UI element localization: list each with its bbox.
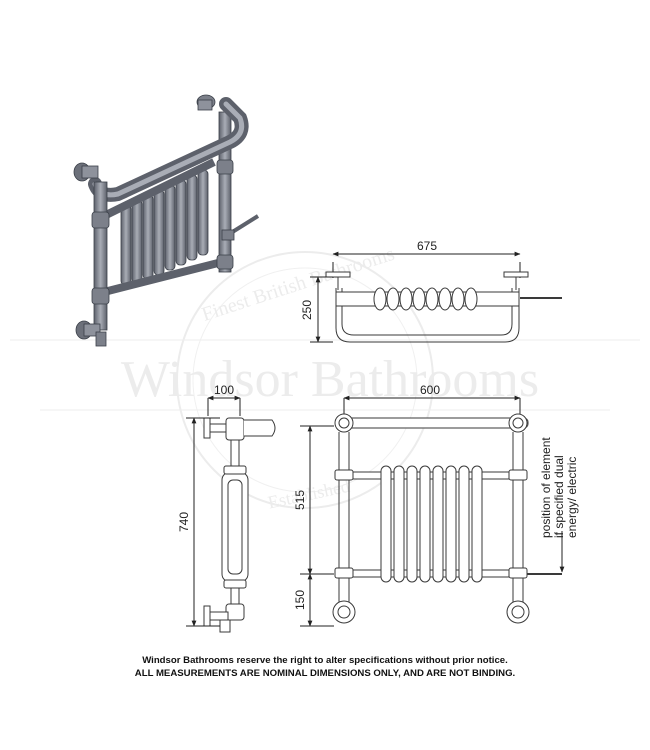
dim-side-depth: 100	[214, 383, 234, 397]
front-column	[393, 465, 405, 583]
disclaimer-line-2: ALL MEASUREMENTS ARE NOMINAL DIMENSIONS …	[134, 668, 516, 679]
front-view-columns	[380, 465, 483, 583]
front-column	[471, 465, 483, 583]
dim-height: 740	[177, 512, 191, 532]
top-fin	[386, 287, 400, 311]
top-view-fins	[373, 287, 478, 311]
front-view	[300, 395, 565, 627]
top-fin	[425, 287, 439, 311]
dim-front-width: 600	[420, 383, 440, 397]
front-column	[406, 465, 418, 583]
element-note-line-1: position of element	[539, 437, 553, 538]
element-note-line-2: if specified dual	[552, 455, 566, 538]
side-view	[186, 395, 276, 633]
top-fin	[451, 287, 465, 311]
top-fin	[438, 287, 452, 311]
dim-bottom-clearance: 150	[293, 590, 307, 610]
dim-element-pitch: 515	[293, 490, 307, 510]
front-column	[380, 465, 392, 583]
front-column	[445, 465, 457, 583]
disclaimer-line-1: Windsor Bathrooms reserve the right to a…	[142, 655, 508, 666]
front-column	[432, 465, 444, 583]
watermark-brand: Windsor Bathrooms	[121, 351, 539, 408]
top-fin	[412, 287, 426, 311]
dim-top-depth: 250	[300, 300, 314, 320]
top-fin	[399, 287, 413, 311]
front-column	[458, 465, 470, 583]
front-column	[419, 465, 431, 583]
isometric-view	[73, 94, 260, 347]
dim-top-width: 675	[417, 239, 437, 253]
element-note: position of element if specified dual en…	[539, 437, 579, 538]
top-fin	[464, 287, 478, 311]
top-fin	[373, 287, 387, 311]
element-note-line-3: energy/ electric	[565, 457, 579, 538]
